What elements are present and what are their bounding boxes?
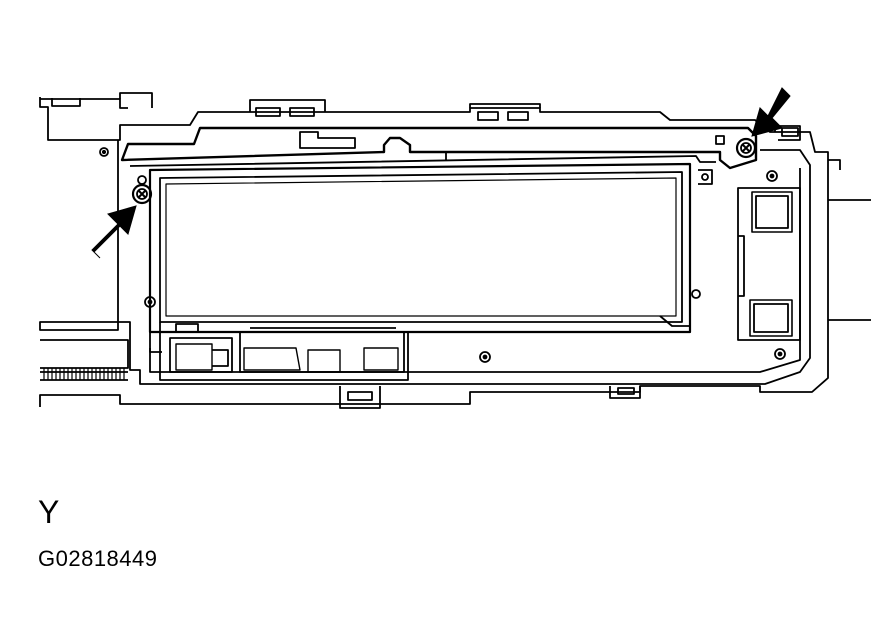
arrow-icon: [751, 87, 791, 137]
display-connectors: [159, 322, 409, 381]
outer-housing: [39, 92, 871, 409]
arrow-icon: [91, 205, 137, 259]
right-switch-module: [737, 187, 801, 341]
screw-icon: [131, 183, 153, 205]
left-connector-strip: [40, 339, 129, 381]
lcd-display: [144, 162, 701, 353]
view-label: Y: [38, 494, 60, 530]
figure-code: G02818449: [38, 546, 158, 571]
screw-icon: [735, 137, 757, 159]
display-bracket: [120, 126, 758, 185]
